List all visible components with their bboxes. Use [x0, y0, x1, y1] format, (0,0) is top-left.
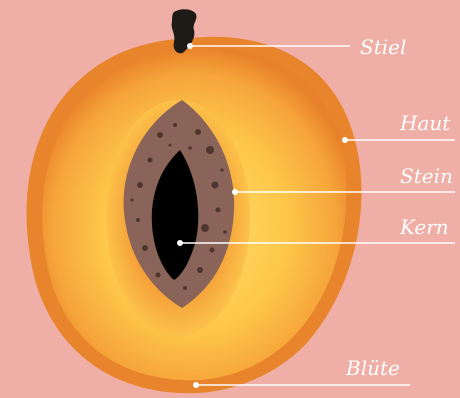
leader-dot-stone: [232, 189, 238, 195]
leader-dot-skin: [342, 137, 348, 143]
label-blossom-end: Blüte: [346, 358, 400, 378]
leader-dot-blossom: [193, 382, 199, 388]
leader-dot-stem: [187, 43, 193, 49]
label-stone: Stein: [400, 166, 453, 186]
label-skin: Haut: [400, 113, 450, 133]
label-kernel: Kern: [400, 217, 449, 237]
leader-dot-kernel: [177, 240, 183, 246]
label-stem: Stiel: [360, 37, 406, 57]
